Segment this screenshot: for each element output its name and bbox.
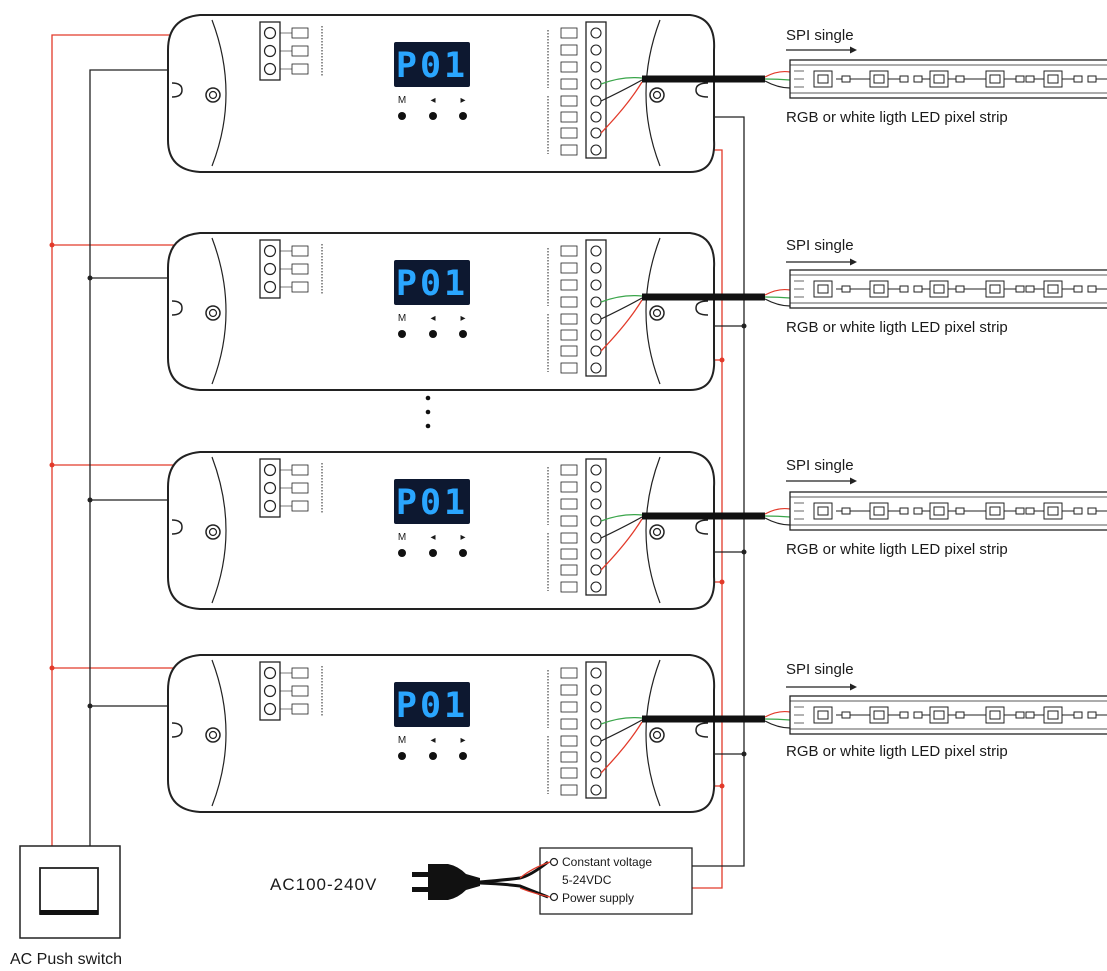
led-strip-4: SPI single RGB or white ligth LED pixel … — [785, 661, 1107, 760]
display-value: P01 — [396, 46, 468, 86]
button-label-prev: ◂ — [430, 532, 435, 543]
button-label-next: ▸ — [460, 313, 465, 324]
display-value: P01 — [396, 264, 468, 304]
led-strip-1: SPI single RGB or white ligth LED pixel … — [785, 27, 1107, 126]
ac-input-label: AC100-240V — [270, 875, 377, 894]
controller-4: P01 M ◂ ▸ — [168, 655, 790, 812]
led-strip-2: SPI single RGB or white ligth LED pixel … — [785, 237, 1107, 336]
signal-direction-arrow — [785, 476, 858, 486]
ac-neutral-dots — [87, 275, 93, 709]
button-label-mode: M — [398, 313, 406, 324]
strip-caption: RGB or white ligth LED pixel strip — [786, 743, 1008, 760]
strip-caption: RGB or white ligth LED pixel strip — [786, 319, 1008, 336]
button-label-prev: ◂ — [430, 95, 435, 106]
psu-line-3: Power supply — [562, 891, 634, 905]
psu-line-1: Constant voltage — [562, 855, 652, 869]
strip-caption: RGB or white ligth LED pixel strip — [786, 541, 1008, 558]
psu-line-2: 5-24VDC — [562, 873, 612, 887]
button-label-next: ▸ — [460, 95, 465, 106]
button-label-mode: M — [398, 532, 406, 543]
signal-direction-arrow — [785, 682, 858, 692]
button-label-mode: M — [398, 95, 406, 106]
button-label-next: ▸ — [460, 735, 465, 746]
controller-1: P01 M ◂ ▸ — [168, 15, 790, 172]
signal-direction-arrow — [785, 257, 858, 267]
controller-3: P01 M ◂ ▸ — [168, 452, 790, 609]
strip-caption: RGB or white ligth LED pixel strip — [786, 109, 1008, 126]
display-value: P01 — [396, 483, 468, 523]
spi-signal-label: SPI single — [786, 27, 854, 44]
spi-signal-label: SPI single — [786, 237, 854, 254]
button-label-prev: ◂ — [430, 313, 435, 324]
spi-signal-label: SPI single — [786, 457, 854, 474]
push-switch-label: AC Push switch — [10, 951, 122, 968]
power-supply: Constant voltage 5-24VDC Power supply — [539, 847, 693, 915]
signal-direction-arrow — [785, 45, 858, 55]
continuation-dots — [425, 395, 431, 429]
ac-plug-icon — [412, 860, 551, 900]
controller-2: P01 M ◂ ▸ — [168, 233, 790, 390]
spi-signal-label: SPI single — [786, 661, 854, 678]
button-label-prev: ◂ — [430, 735, 435, 746]
ac-push-switch — [19, 845, 121, 939]
button-label-mode: M — [398, 735, 406, 746]
ac-junction-dots — [49, 242, 55, 671]
display-value: P01 — [396, 686, 468, 726]
led-strip-3: SPI single RGB or white ligth LED pixel … — [785, 457, 1107, 558]
button-label-next: ▸ — [460, 532, 465, 543]
